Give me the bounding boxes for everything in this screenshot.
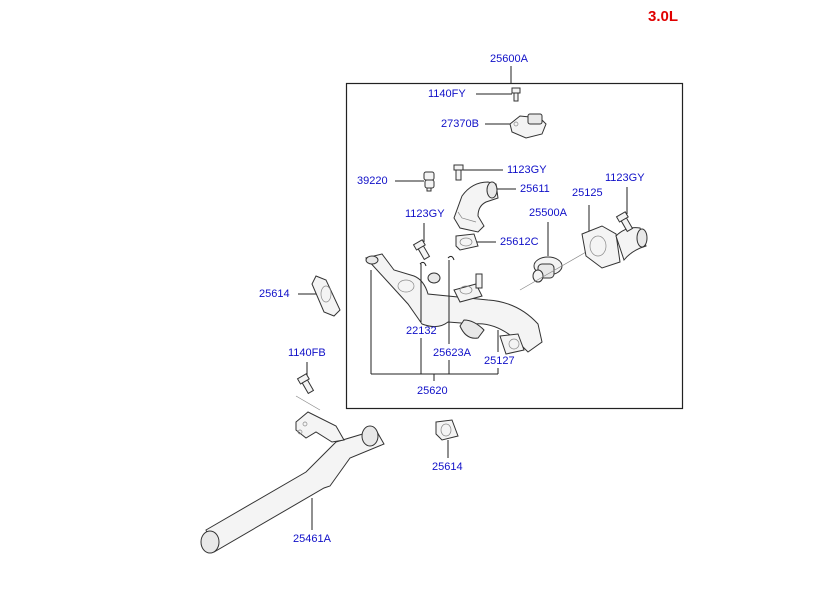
bolt-1123GY-a (453, 164, 464, 181)
gasket-25614-a (311, 275, 341, 317)
part-label-1123GY-a[interactable]: 1123GY (507, 164, 547, 176)
manifold-25620 (365, 253, 543, 355)
part-label-1123GY-c[interactable]: 1123GY (605, 172, 645, 184)
part-label-25500A[interactable]: 25500A (529, 207, 567, 219)
part-label-25620[interactable]: 25620 (417, 385, 448, 397)
axis-line-1140FB (295, 395, 321, 411)
part-label-22132[interactable]: 22132 (406, 325, 437, 337)
part-label-1140FY[interactable]: 1140FY (428, 88, 466, 100)
pipe-25461A (200, 411, 385, 554)
part-label-25125[interactable]: 25125 (572, 187, 603, 199)
sensor-27370B (509, 113, 547, 139)
gasket-25612C (455, 233, 479, 251)
part-label-25614-a[interactable]: 25614 (259, 288, 290, 300)
part-label-25612C[interactable]: 25612C (500, 236, 539, 248)
part-label-1140FB[interactable]: 1140FB (288, 347, 326, 359)
clip-22132 (419, 261, 427, 267)
part-label-1123GY-b[interactable]: 1123GY (405, 208, 445, 220)
part-label-27370B[interactable]: 27370B (441, 118, 479, 130)
bolt-1123GY-b (412, 239, 431, 261)
part-label-39220[interactable]: 39220 (357, 175, 388, 187)
bolt-1140FY (511, 87, 521, 102)
assembly-box (345, 82, 684, 410)
elbow-25611 (453, 181, 499, 233)
outlet-25125 (581, 225, 648, 269)
bolt-1123GY-c (615, 211, 634, 233)
part-label-25611[interactable]: 25611 (520, 183, 550, 195)
bolt-1140FB (296, 373, 315, 395)
clip-25623A (447, 255, 455, 261)
sensor-39220 (423, 171, 435, 192)
part-label-25600A[interactable]: 25600A (490, 53, 528, 65)
gasket-25614-b (435, 419, 459, 441)
part-label-25614-b[interactable]: 25614 (432, 461, 463, 473)
part-label-25127[interactable]: 25127 (484, 355, 515, 367)
thermostat-25500A (532, 256, 563, 283)
part-label-25461A[interactable]: 25461A (293, 533, 331, 545)
engine-variant-title: 3.0L (648, 8, 679, 25)
part-label-25623A[interactable]: 25623A (433, 347, 471, 359)
